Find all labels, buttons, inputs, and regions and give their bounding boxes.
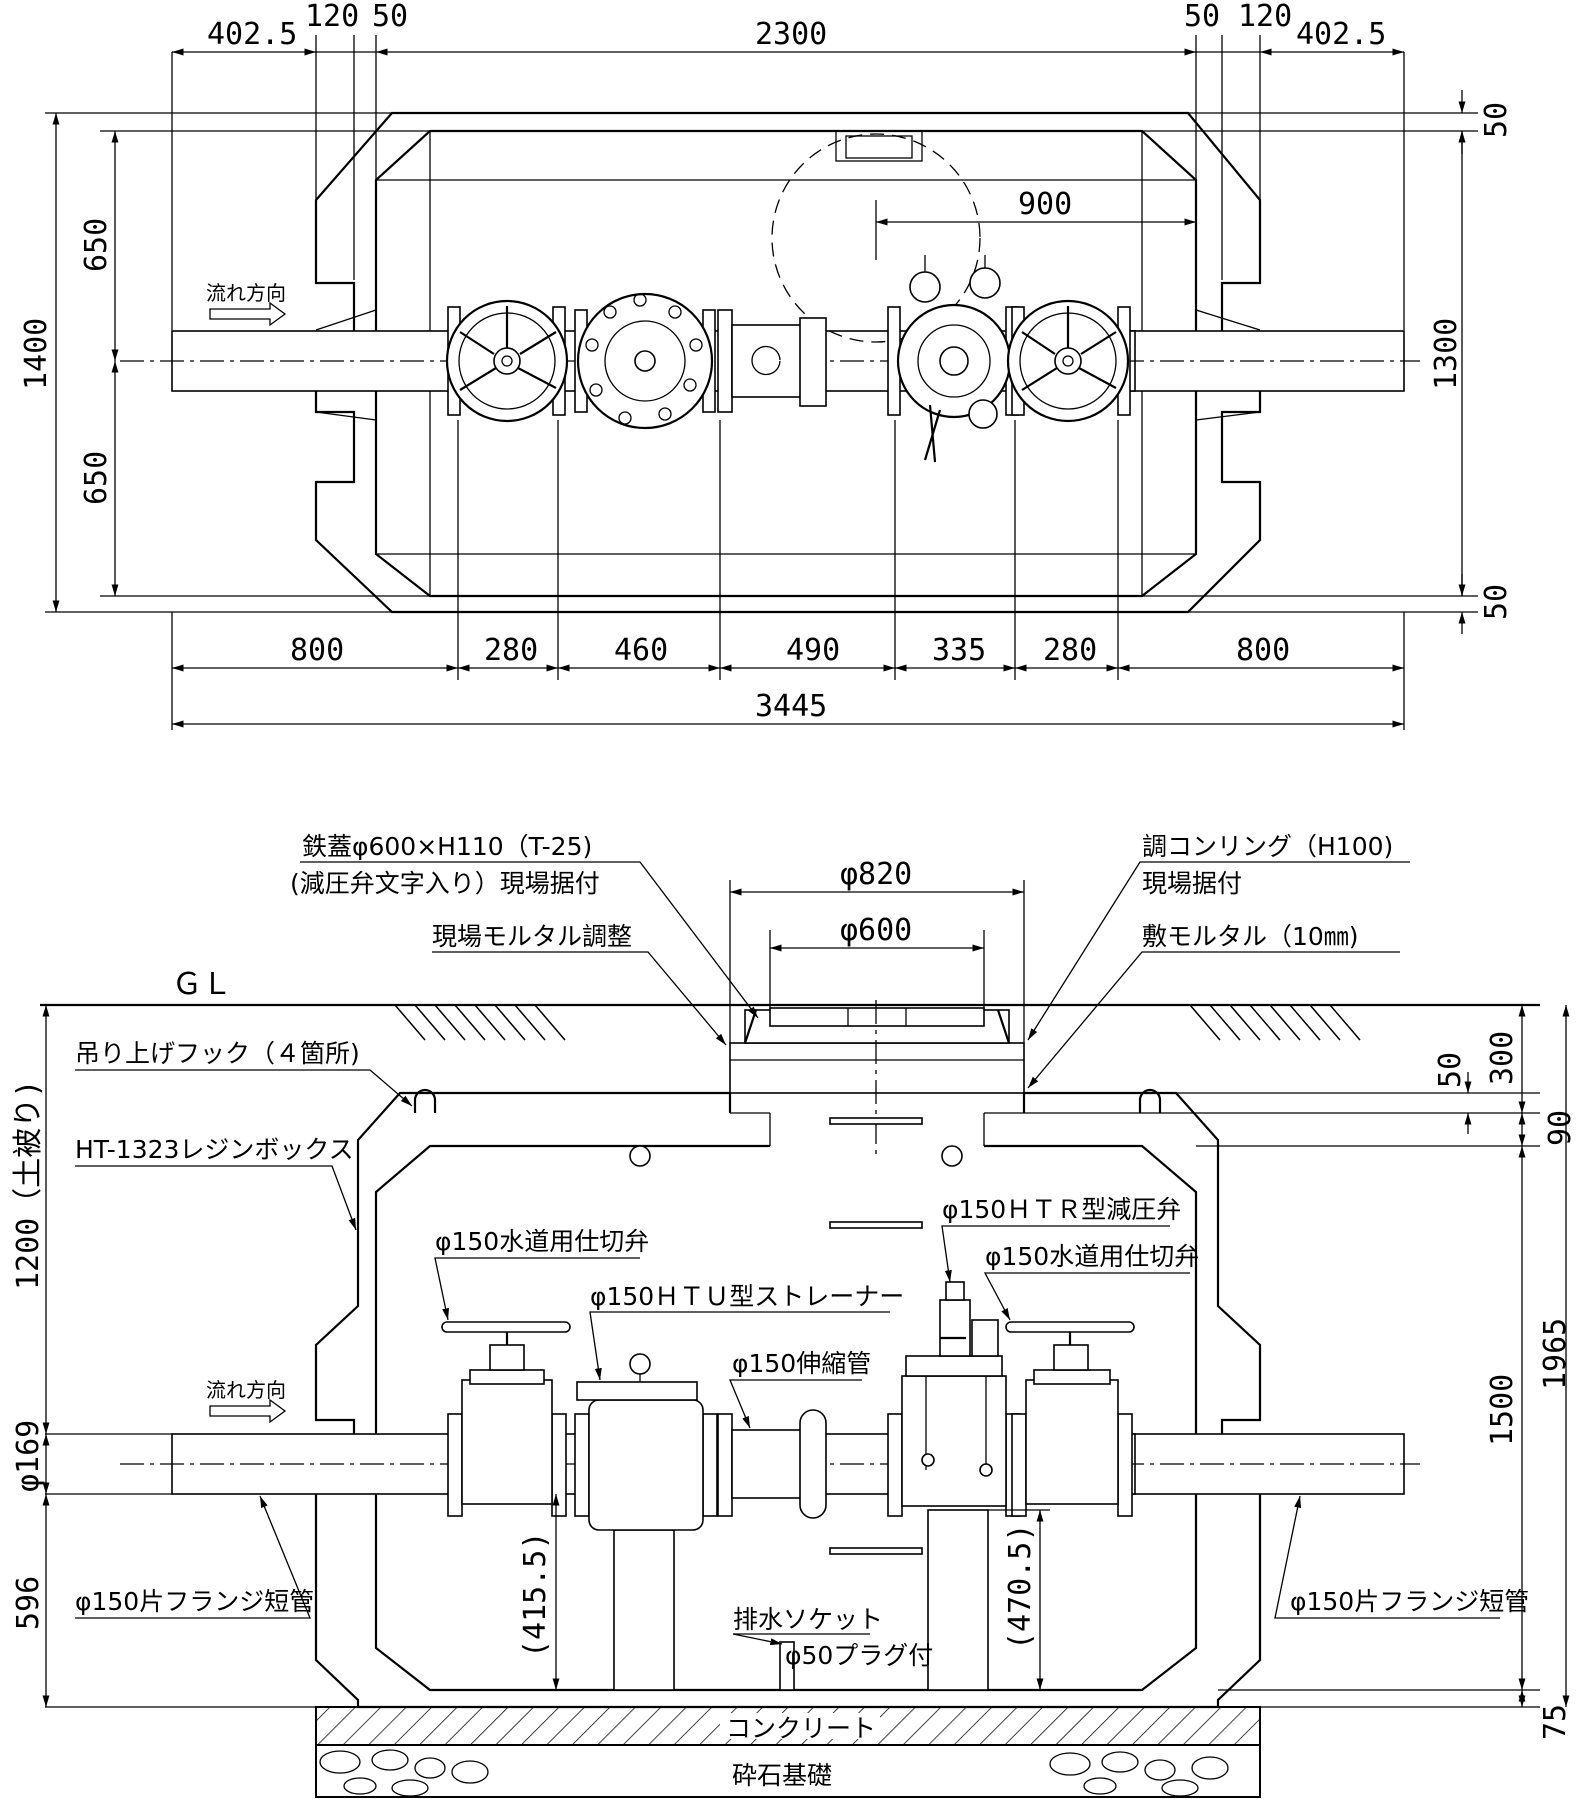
label-cover-note: (減圧弁文字入り）現場据付 — [290, 869, 600, 898]
section-gate-valve-right — [1005, 1321, 1135, 1517]
dim-phi820: φ820 — [840, 857, 912, 892]
dim-415-5: (415.5) — [518, 1532, 553, 1658]
section-expansion-joint — [717, 1409, 827, 1519]
dim-596: 596 — [11, 1576, 46, 1630]
ground-hatch-left — [394, 1004, 566, 1041]
label-adjust-ring-note: 現場据付 — [1142, 869, 1242, 898]
dim-300: 300 — [1485, 1031, 1520, 1085]
dim-right-50-top: 50 — [1479, 102, 1514, 138]
dim-bottom-total: 3445 — [755, 689, 827, 724]
dim-right-1300: 1300 — [1429, 318, 1464, 390]
drain-socket — [779, 1641, 795, 1691]
dim-bottom-seg-0: 800 — [290, 633, 344, 668]
label-adjust-ring: 調コンリング（H100) — [1142, 832, 1393, 861]
label-expansion: φ150伸縮管 — [732, 1349, 871, 1378]
plan-manhole-outline — [771, 133, 981, 343]
section-view: ＧＬ — [11, 832, 1578, 1798]
dim-top-50-right: 50 — [1184, 0, 1220, 34]
dim-90: 90 — [1543, 1110, 1578, 1146]
concrete-label: コンクリート — [726, 1714, 876, 1743]
label-flange-right: φ150片フランジ短管 — [1290, 1587, 1529, 1616]
label-gate-valve-left: φ150水道用仕切弁 — [435, 1227, 649, 1256]
label-hook: 吊り上げフック（４箇所) — [75, 1039, 360, 1068]
label-plug: φ50プラグ付 — [785, 1641, 933, 1670]
section-box-inner — [374, 1144, 1198, 1692]
label-prv: φ150ＨＴＲ型減圧弁 — [942, 1195, 1181, 1224]
section-pressure-reducing-valve — [887, 1281, 1021, 1517]
section-flow-arrow — [209, 1398, 287, 1424]
support-strainer — [613, 1529, 675, 1691]
plan-pressure-reducing-valve — [887, 255, 1019, 463]
dim-top-402-5-left: 402.5 — [207, 17, 297, 52]
plan-flow-label: 流れ方向 — [206, 281, 286, 305]
dim-75: 75 — [1538, 1704, 1573, 1740]
label-strainer: φ150ＨＴＵ型ストレーナー — [590, 1282, 904, 1311]
dim-top-2300: 2300 — [755, 17, 827, 52]
dim-bottom-seg-6: 800 — [1236, 633, 1290, 668]
hook-right — [1138, 1088, 1162, 1113]
dim-left-1400: 1400 — [19, 318, 54, 390]
dim-50: 50 — [1433, 1052, 1468, 1088]
support-prv — [927, 1509, 989, 1691]
dim-right-50-bottom: 50 — [1479, 584, 1514, 620]
dim-1965: 1965 — [1538, 1318, 1573, 1390]
label-bed-mortar: 敷モルタル（10㎜) — [1142, 922, 1359, 951]
section-strainer — [574, 1353, 718, 1531]
dim-900: 900 — [1018, 187, 1072, 222]
dim-bottom-seg-3: 490 — [786, 633, 840, 668]
hook-left — [413, 1088, 437, 1113]
dim-phi600: φ600 — [840, 913, 912, 948]
label-flange-left: φ150片フランジ短管 — [75, 1587, 314, 1616]
dim-bottom-seg-4: 335 — [932, 633, 986, 668]
label-resin-box: HT-1323レジンボックス — [75, 1135, 354, 1164]
dim-left-650-upper: 650 — [79, 218, 114, 272]
section-flow-label: 流れ方向 — [206, 1378, 286, 1402]
gravel-label: 砕石基礎 — [732, 1761, 832, 1790]
dim-top-402-5-right: 402.5 — [1296, 17, 1386, 52]
label-cover: 鉄蓋φ600×H110（T-25) — [302, 832, 592, 861]
dim-bottom-seg-2: 460 — [614, 633, 668, 668]
dim-top-120-right: 120 — [1238, 0, 1292, 34]
dim-470-5: (470.5) — [1003, 1524, 1038, 1650]
plan-view: 流れ方向 402.5 120 50 2300 50 120 402.5 900 — [19, 0, 1514, 730]
dim-1500: 1500 — [1485, 1374, 1520, 1446]
gl-label: ＧＬ — [172, 967, 232, 1002]
concrete-label-bg — [720, 1713, 880, 1739]
gravel-base — [315, 1744, 1261, 1798]
dim-phi169: φ169 — [11, 1420, 46, 1492]
dim-bottom-seg-1: 280 — [484, 633, 538, 668]
dim-top-50-left: 50 — [372, 0, 408, 34]
dim-bottom-seg-5: 280 — [1043, 633, 1097, 668]
section-manhole-neck — [629, 1000, 1025, 1555]
label-gate-valve-right: φ150水道用仕切弁 — [985, 1242, 1199, 1271]
label-mortar-adjust: 現場モルタル調整 — [432, 922, 632, 951]
label-drain: 排水ソケット — [733, 1605, 883, 1634]
plan-gate-valve-right — [1006, 299, 1131, 423]
dim-1200-cover-depth: 1200（土被り) — [11, 1080, 46, 1290]
plan-strainer — [574, 292, 716, 430]
dim-top-120-left: 120 — [305, 0, 359, 34]
gravel-stones — [319, 1749, 1229, 1797]
dim-left-650-lower: 650 — [79, 451, 114, 505]
plan-gate-valve-left — [445, 299, 569, 423]
plan-flow-arrow — [209, 301, 287, 327]
plan-expansion-joint — [717, 309, 827, 413]
ground-hatch-right — [1189, 1004, 1361, 1041]
section-gate-valve-left — [441, 1321, 571, 1517]
